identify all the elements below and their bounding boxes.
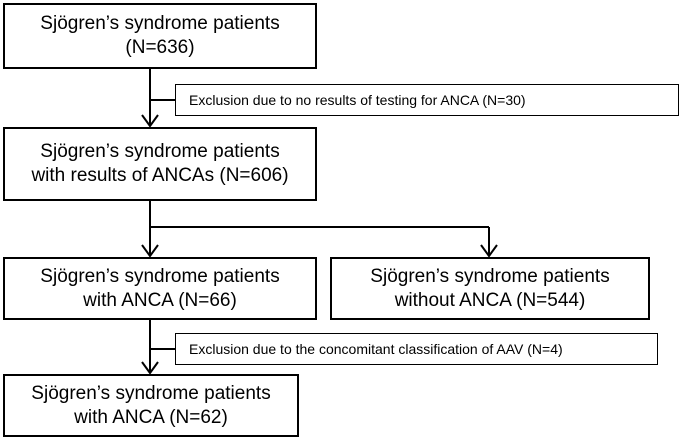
arrowhead-box5	[141, 361, 159, 375]
box-patients-without-anca: Sjögren’s syndrome patients without ANCA…	[330, 257, 650, 320]
exclusion-no-anca-results-text: Exclusion due to no results of testing f…	[189, 92, 526, 108]
box-final-patients-with-anca-line2: with ANCA (N=62)	[74, 406, 228, 428]
box-patients-with-anca: Sjögren’s syndrome patients with ANCA (N…	[3, 257, 317, 320]
arrowhead-box2	[141, 114, 159, 128]
arrowhead-box4	[480, 244, 498, 258]
box-patients-with-anca-results-line1: Sjögren’s syndrome patients	[40, 141, 280, 162]
exclusion-concomitant-aav: Exclusion due to the concomitant classif…	[175, 333, 658, 365]
box-patients-without-anca-line1: Sjögren’s syndrome patients	[370, 265, 610, 287]
exclusion-concomitant-aav-text: Exclusion due to the concomitant classif…	[189, 341, 563, 357]
arrowhead-box3	[141, 244, 159, 258]
box-final-patients-with-anca: Sjögren’s syndrome patients with ANCA (N…	[3, 374, 299, 437]
box-patients-with-anca-results-line2: with results of ANCAs (N=606)	[31, 165, 289, 186]
box-all-patients-line1: Sjögren’s syndrome patients	[40, 13, 280, 34]
box-patients-with-anca-line1: Sjögren’s syndrome patients	[40, 265, 280, 287]
exclusion-no-anca-results: Exclusion due to no results of testing f…	[175, 84, 679, 116]
box-all-patients: Sjögren’s syndrome patients (N=636)	[3, 3, 317, 69]
box-patients-with-anca-line2: with ANCA (N=66)	[83, 289, 237, 311]
box-patients-with-anca-results: Sjögren’s syndrome patients with results…	[3, 127, 317, 201]
box-final-patients-with-anca-line1: Sjögren’s syndrome patients	[31, 382, 271, 404]
box-patients-without-anca-line2: without ANCA (N=544)	[394, 289, 586, 311]
box-all-patients-line2: (N=636)	[125, 37, 195, 58]
